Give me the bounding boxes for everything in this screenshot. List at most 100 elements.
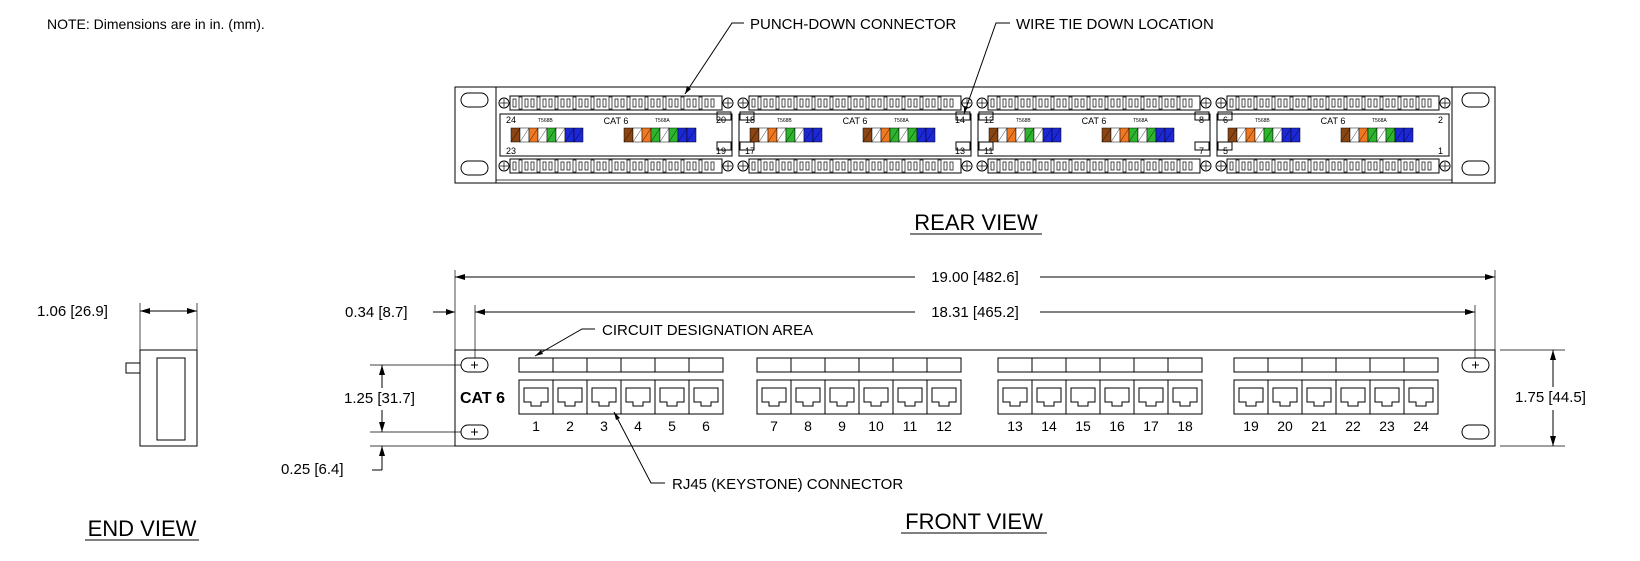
rear-port-number: 24 <box>506 115 516 125</box>
idc-contact <box>1391 161 1396 171</box>
idc-contact <box>1020 98 1025 108</box>
idc-contact <box>1355 98 1360 108</box>
idc-contact <box>1385 98 1390 108</box>
idc-contact <box>524 98 529 108</box>
designation-box <box>620 357 656 373</box>
idc-contact <box>1008 98 1013 108</box>
designation-box <box>1335 357 1371 373</box>
end-view-inner-panel <box>156 357 186 441</box>
idc-contact <box>913 98 918 108</box>
idc-contact <box>1349 161 1354 171</box>
idc-contact <box>1379 159 1384 173</box>
port-number: 4 <box>634 418 642 434</box>
idc-contact <box>554 159 559 173</box>
idc-contact <box>650 161 655 171</box>
idc-contact <box>1265 98 1270 108</box>
height-value: 1.75 [44.5] <box>1515 389 1586 406</box>
rj45-jack <box>1306 387 1332 407</box>
rear-port-number: 1 <box>1438 146 1443 156</box>
designation-box <box>824 357 860 373</box>
idc-contact <box>769 98 774 108</box>
idc-contact <box>1152 98 1157 108</box>
idc-contact <box>548 98 553 108</box>
rj45-jack <box>1172 387 1198 407</box>
idc-contact <box>1277 161 1282 171</box>
idc-contact <box>1038 98 1043 108</box>
idc-contact <box>1086 96 1091 110</box>
idc-contact <box>596 98 601 108</box>
designation-box <box>858 357 894 373</box>
idc-contact <box>877 161 882 171</box>
rj45-jack <box>557 387 583 407</box>
module-label-panel <box>1216 113 1450 157</box>
idc-contact <box>1008 161 1013 171</box>
idc-contact <box>1128 161 1133 171</box>
idc-contact <box>895 98 900 108</box>
idc-contact <box>1170 161 1175 171</box>
idc-contact <box>871 98 876 108</box>
idc-contact <box>1074 98 1079 108</box>
idc-contact <box>949 161 954 171</box>
idc-contact <box>835 98 840 108</box>
idc-contact <box>925 161 930 171</box>
idc-contact <box>1146 98 1151 108</box>
idc-contact <box>668 161 673 171</box>
idc-contact <box>704 161 709 171</box>
port-number: 14 <box>1041 418 1057 434</box>
idc-contact <box>1014 96 1019 110</box>
idc-contact <box>877 98 882 108</box>
idc-contact <box>1331 161 1336 171</box>
idc-contact <box>1032 96 1037 110</box>
idc-contact <box>1403 98 1408 108</box>
idc-contact <box>919 96 924 110</box>
idc-contact <box>883 159 888 173</box>
idc-contact <box>1397 159 1402 173</box>
idc-contact <box>1301 98 1306 108</box>
rj45-jack <box>591 387 617 407</box>
idc-contact <box>1104 159 1109 173</box>
rear-port-number: 17 <box>745 146 755 156</box>
idc-contact <box>1164 98 1169 108</box>
idc-contact <box>530 98 535 108</box>
idc-contact <box>1164 161 1169 171</box>
idc-contact <box>1337 161 1342 171</box>
idc-contact <box>931 161 936 171</box>
idc-contact <box>1319 161 1324 171</box>
idc-contact <box>1176 96 1181 110</box>
idc-contact <box>943 161 948 171</box>
idc-contact <box>757 159 762 173</box>
idc-contact <box>1355 161 1360 171</box>
idc-contact <box>919 159 924 173</box>
idc-contact <box>937 159 942 173</box>
port-number: 15 <box>1075 418 1091 434</box>
front-panel-outline <box>454 349 1496 447</box>
idc-contact <box>1241 98 1246 108</box>
end-view-title: END VIEW <box>88 516 197 541</box>
rear-mount-slot <box>1461 92 1490 108</box>
idc-contact <box>1002 161 1007 171</box>
idc-contact <box>656 98 661 108</box>
idc-contact <box>1295 161 1300 171</box>
dimension-hole-vertical: 1.25 [31.7] <box>344 364 461 433</box>
module-label-panel <box>977 113 1211 157</box>
idc-contact <box>674 161 679 171</box>
rj45-jack <box>1036 387 1062 407</box>
idc-contact <box>775 96 780 110</box>
idc-contact <box>1080 161 1085 171</box>
idc-contact <box>1397 96 1402 110</box>
dimension-overall-width: 19.00 [482.6] <box>454 269 1496 350</box>
rj45-jack <box>523 387 549 407</box>
idc-contact <box>1002 98 1007 108</box>
idc-contact <box>1403 161 1408 171</box>
designation-box <box>1301 357 1337 373</box>
idc-contact <box>1026 161 1031 171</box>
idc-contact <box>1229 161 1234 171</box>
idc-contact <box>1343 159 1348 173</box>
idc-contact <box>596 161 601 171</box>
idc-contact <box>811 96 816 110</box>
idc-contact <box>1325 159 1330 173</box>
designation-box <box>1233 357 1269 373</box>
rear-mount-slot <box>460 160 489 176</box>
